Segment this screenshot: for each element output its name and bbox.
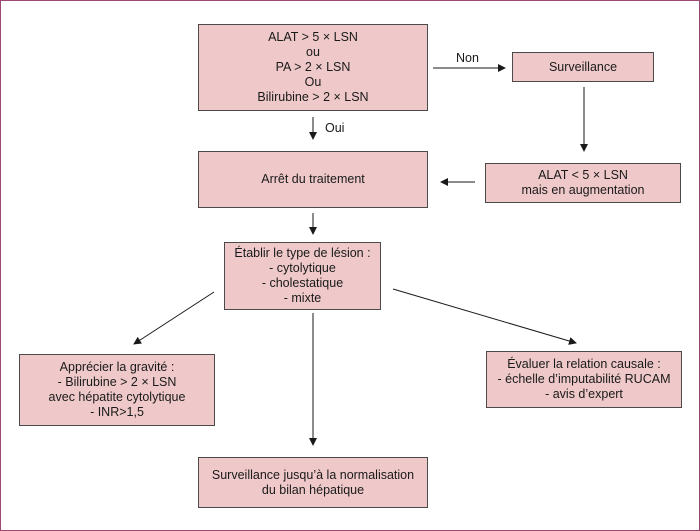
arrow-lesion-to-causality (392, 288, 577, 345)
surveillance-box: Surveillance (512, 52, 654, 82)
severity-box: Apprécier la gravité : - Bilirubine > 2 … (19, 354, 215, 426)
causality-line: - avis d’expert (545, 387, 623, 401)
causality-line: - échelle d’imputabilité RUCAM (497, 372, 671, 386)
severity-line: - Bilirubine > 2 × LSN (57, 375, 177, 389)
alat-rising-line: ALAT < 5 × LSN (538, 168, 628, 182)
severity-line: Apprécier la gravité : (59, 360, 175, 374)
monitoring-line: Surveillance jusqu’à la normalisation (211, 467, 415, 482)
criteria-line: ou (306, 45, 320, 59)
lesion-type-line: - cytolytique (269, 261, 336, 275)
criteria-line: PA > 2 × LSN (275, 60, 351, 74)
monitoring-box: Surveillance jusqu’à la normalisation du… (198, 457, 428, 508)
lesion-type-line: - cholestatique (261, 276, 344, 290)
lesion-type-line: Établir le type de lésion : (234, 246, 371, 260)
severity-line: avec hépatite cytolytique (48, 390, 186, 404)
alat-rising-box: ALAT < 5 × LSN mais en augmentation (485, 163, 681, 203)
causality-line: Évaluer la relation causale : (507, 357, 661, 371)
criteria-line: Ou (304, 75, 322, 89)
edge-label-yes: Oui (325, 121, 345, 135)
liver-criteria-box: ALAT > 5 × LSN ou PA > 2 × LSN Ou Biliru… (198, 24, 428, 111)
surveillance-label: Surveillance (548, 59, 618, 74)
lesion-type-box: Établir le type de lésion : - cytolytiqu… (224, 242, 381, 310)
stop-treatment-box: Arrêt du traitement (198, 151, 428, 208)
causality-box: Évaluer la relation causale : - échelle … (486, 351, 682, 408)
arrow-lesion-to-severity (133, 291, 215, 345)
criteria-line: ALAT > 5 × LSN (268, 30, 358, 44)
lesion-type-line: - mixte (283, 291, 322, 305)
severity-line: - INR>1,5 (90, 405, 144, 419)
criteria-line: Bilirubine > 2 × LSN (257, 90, 369, 104)
stop-treatment-label: Arrêt du traitement (261, 172, 365, 186)
alat-rising-line: mais en augmentation (521, 183, 645, 197)
monitoring-line: du bilan hépatique (261, 482, 365, 497)
edge-label-no: Non (456, 51, 479, 65)
